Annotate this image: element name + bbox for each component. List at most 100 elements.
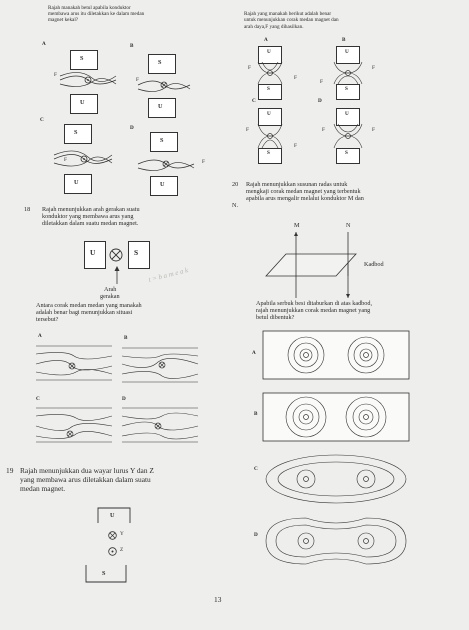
q19-wire-z-label: Z [120,547,124,553]
q20-option-b-label: B [254,411,258,417]
q20-option-d-label: D [254,532,258,538]
q17-stem-line-3: magnet kekal? [48,17,79,23]
q18-conductor-into-page [109,248,123,262]
qr-stem-line-3: arah daya,F yang dihasilkan. [244,24,304,30]
qr-option-c-label: C [252,98,256,104]
q17-b-top-magnet [148,54,176,74]
q19-wire-z-out-of-page [108,547,117,556]
qr-stem-line-1: Rajah yang manakah berikut adalah benar [244,11,332,17]
qr-b-force-label-left: F [320,79,323,85]
q17-a-top-pole: S [80,55,84,62]
qr-d-force-label-right: F [372,127,375,133]
q20-board-label: Kadbod [364,261,384,268]
q18-handwriting: t = b a m e a k [147,266,190,284]
q17-c-field-diagram [53,150,113,167]
q19-wire-y-into-page [108,531,117,540]
qr-option-d-label: D [318,98,322,104]
qr-c-top-magnet [258,108,282,126]
q18-motion-label-line-1: Arah [104,286,117,293]
q18-motion-label-line-2: gerakan [100,293,120,300]
qr-d-force-label-left: F [322,127,325,133]
q17-c-bottom-pole: U [74,179,79,186]
q20-number: 20 [232,181,239,188]
qr-c-bottom-magnet [258,148,282,164]
qr-b-force-label-right: F [372,65,375,71]
q17-c-force-label: F [64,157,67,163]
qr-d-top-magnet [336,108,360,126]
qr-c-force-label-right: F [294,143,297,149]
q20-label-n: N [346,222,351,229]
q20-label-m: M [294,222,300,229]
qr-a-top-pole: U [267,49,271,55]
q20-question-line-3: betul dibentuk? [256,314,295,321]
q17-d-bottom-magnet [150,176,178,196]
q17-a-top-magnet [70,50,98,70]
q18-left-pole: U [90,248,96,257]
q18-stem-line-1: Rajah menunjukkan arah gerakan suatu [42,206,140,213]
q17-d-top-magnet [150,132,178,152]
q18-question-line-2: adalah benar bagi menunjukkan situasi [36,309,133,316]
q17-option-c-label: C [40,117,44,123]
q18-option-d-label: D [122,396,126,402]
q18-option-c-label: C [36,396,40,402]
q18-right-magnet [128,241,150,269]
q17-a-field-diagram [59,72,117,87]
q20-stem-line-4: N. [232,202,239,209]
qr-b-field-diagram [333,61,363,85]
q19-number: 19 [6,466,14,475]
q17-a-force-label: F [54,72,57,78]
q18-question-line-3: tersebut? [36,316,59,323]
qr-a-force-label-right: F [294,75,297,81]
q19-bottom-magnet [85,565,127,583]
qr-a-field-diagram [257,61,283,85]
q19-top-pole: U [110,512,115,519]
q18-number: 18 [24,206,31,213]
q17-b-bottom-magnet [148,98,176,118]
q18-option-b-label: B [124,335,128,341]
q17-c-bottom-magnet [64,174,92,194]
q18-right-pole: S [134,248,139,257]
q20-option-d-field [265,517,407,565]
q17-c-top-magnet [64,124,92,144]
qr-d-bottom-magnet [336,148,360,164]
qr-stem-line-2: untuk menunjukkan corak medan magnet dan [244,17,339,23]
q17-d-bottom-pole: U [160,181,165,188]
q19-stem-line-1: Rajah menunjukkan dua wayar lurus Y dan … [20,466,154,475]
q20-option-c-field [265,454,407,504]
q17-a-bottom-pole: U [80,99,85,106]
q19-top-magnet [97,507,131,523]
q20-option-a-label: A [252,350,256,356]
q17-a-bottom-magnet [70,94,98,114]
q18-question-line-1: Antara corak medan medan yang manakah [36,302,142,309]
q17-d-force-label: F [202,159,205,165]
qr-d-top-pole: U [345,111,349,117]
q18-option-b-field [121,347,199,383]
qr-option-b-label: B [342,37,346,43]
q20-stem-line-2: mengkaji corak medan magnet yang terbent… [246,188,361,195]
qr-a-bottom-magnet [258,84,282,100]
qr-c-top-pole: U [267,111,271,117]
qr-b-bottom-pole: S [345,86,348,92]
qr-a-force-label-left: F [248,65,251,71]
q17-option-a-label: A [42,41,46,47]
q17-b-top-pole: S [158,59,162,66]
q18-motion-arrow [114,266,120,284]
q18-stem-line-2: konduktor yang membawa arus yang [42,213,134,220]
qr-b-top-magnet [336,46,360,64]
q18-left-magnet [84,241,106,269]
q20-stem-line-1: Rajah menunjukkan susunan radas untuk [246,181,348,188]
q20-stem-line-3: apabila arus mengalir melalui konduktor … [246,195,364,202]
q19-stem-line-3: medan magnet. [20,484,66,493]
q17-b-bottom-pole: U [158,103,163,110]
q17-stem-line-1: Rajah manakah betul apabila konduktor [48,5,131,11]
qr-option-a-label: A [264,37,268,43]
q19-bottom-pole: S [102,570,106,577]
qr-d-bottom-pole: S [345,150,348,156]
q17-b-field-diagram [137,80,191,92]
q19-wire-y-label: Y [120,531,124,537]
qr-b-top-pole: U [345,49,349,55]
q18-option-a-field [35,345,113,381]
q17-stem-line-2: membawa arus itu diletakkan ke dalam med… [48,11,145,17]
q20-question-line-2: rajah menunjukkan corak medan magnet yan… [256,307,371,314]
q17-d-field-diagram [137,159,195,171]
